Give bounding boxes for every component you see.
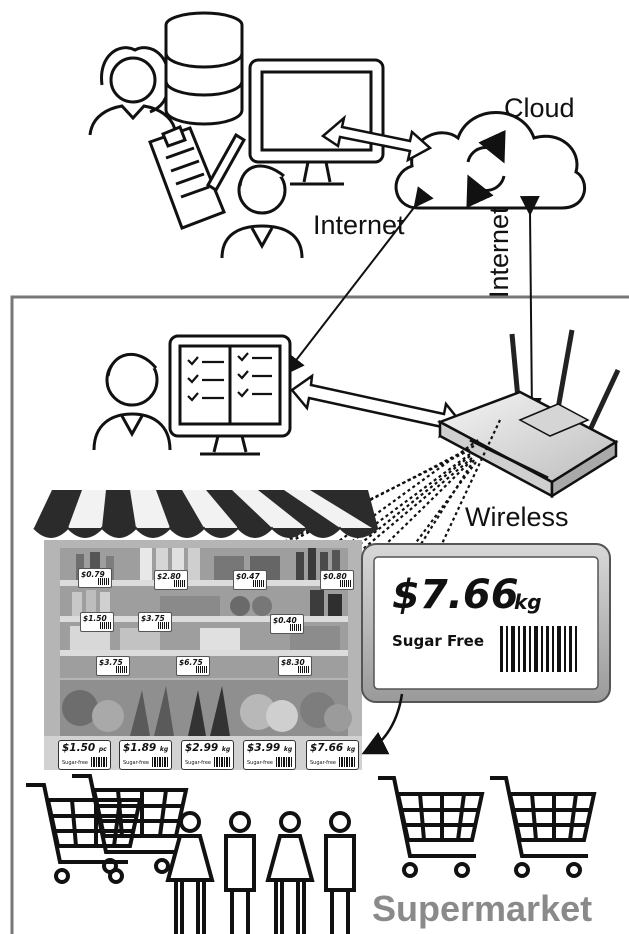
barcode-icon [91, 757, 107, 767]
shelf-price-tag: $2.99 kg Sugar-free [181, 740, 234, 770]
database-icon [166, 13, 242, 124]
shelf-tag-desc: Sugar-free [62, 760, 88, 766]
shelf-tag-desc: Sugar-free [123, 760, 149, 766]
shelf-mini-tag: $0.79 [78, 568, 112, 588]
shelf-price-tag: $7.66 kg Sugar-free [306, 740, 359, 770]
featured-tag-price: $7.66 [392, 572, 519, 618]
barcode-icon [100, 622, 111, 629]
supermarket-label: Supermarket [372, 888, 592, 930]
store-awning [34, 490, 378, 537]
barcode-icon [98, 578, 109, 585]
monitor-router-arrow [292, 376, 462, 436]
shelf-mini-tag: $3.75 [138, 612, 172, 632]
internet-label-vertical: Internet [484, 206, 515, 298]
cloud-icon [396, 113, 585, 209]
admin-icon [222, 166, 302, 258]
shopping-cart-icon [490, 778, 594, 876]
shelf-mini-tag: $0.40 [270, 614, 304, 634]
shelf-tag-desc: Sugar-free [310, 760, 336, 766]
shelf-tag-desc: Sugar-free [247, 760, 273, 766]
monitor-clerk-icon [170, 336, 290, 454]
shelf-tag-price: $3.99 kg [247, 742, 292, 754]
shelf-price-tag: $3.99 kg Sugar-free [243, 740, 296, 770]
shopping-cart-icon [72, 776, 186, 872]
shelf-tag-price: $1.89 kg [123, 742, 168, 754]
internet-link-2 [530, 212, 532, 414]
barcode-icon [214, 757, 230, 767]
barcode-icon [276, 757, 292, 767]
cloud-label: Cloud [504, 93, 575, 124]
shelf-mini-tag: $6.75 [176, 656, 210, 676]
barcode-icon [152, 757, 168, 767]
barcode-icon [196, 666, 207, 673]
shopping-cart-icon [378, 778, 482, 876]
woman-icon [90, 48, 176, 135]
shelf-mini-tag: $1.50 [80, 612, 114, 632]
monitor-top-icon [250, 60, 383, 184]
barcode-icon [158, 622, 169, 629]
shelf-tag-price: $7.66 kg [310, 742, 355, 754]
barcode-icon [298, 666, 309, 673]
shelf-tag-desc: Sugar-free [185, 760, 211, 766]
shelf-tag-price: $1.50 pc [62, 742, 107, 754]
wireless-label: Wireless [465, 502, 569, 533]
barcode-icon [174, 580, 185, 587]
shelf-mini-tag: $0.80 [320, 570, 354, 590]
barcode-icon [253, 580, 264, 587]
featured-tag-unit: kg [514, 590, 542, 614]
barcode-icon [116, 666, 127, 673]
shelf-price-tag: $1.50 pc Sugar-free [58, 740, 111, 770]
featured-tag-frame [362, 544, 610, 702]
featured-tag-description: Sugar Free [392, 632, 484, 650]
shelf-mini-tag: $3.75 [96, 656, 130, 676]
shoppers-icon [168, 813, 354, 934]
barcode-icon [290, 624, 301, 631]
shelf-price-tag: $1.89 kg Sugar-free [119, 740, 172, 770]
barcode-icon [339, 757, 355, 767]
shelf-mini-tag: $8.30 [278, 656, 312, 676]
clipboard-icon [150, 127, 244, 228]
clerk-icon [94, 354, 170, 450]
shelf-mini-tag: $2.80 [154, 570, 188, 590]
internet-label: Internet [313, 210, 405, 241]
shelf-mini-tag: $0.47 [233, 570, 267, 590]
barcode-icon [340, 580, 351, 587]
shelf-tag-price: $2.99 kg [185, 742, 230, 754]
